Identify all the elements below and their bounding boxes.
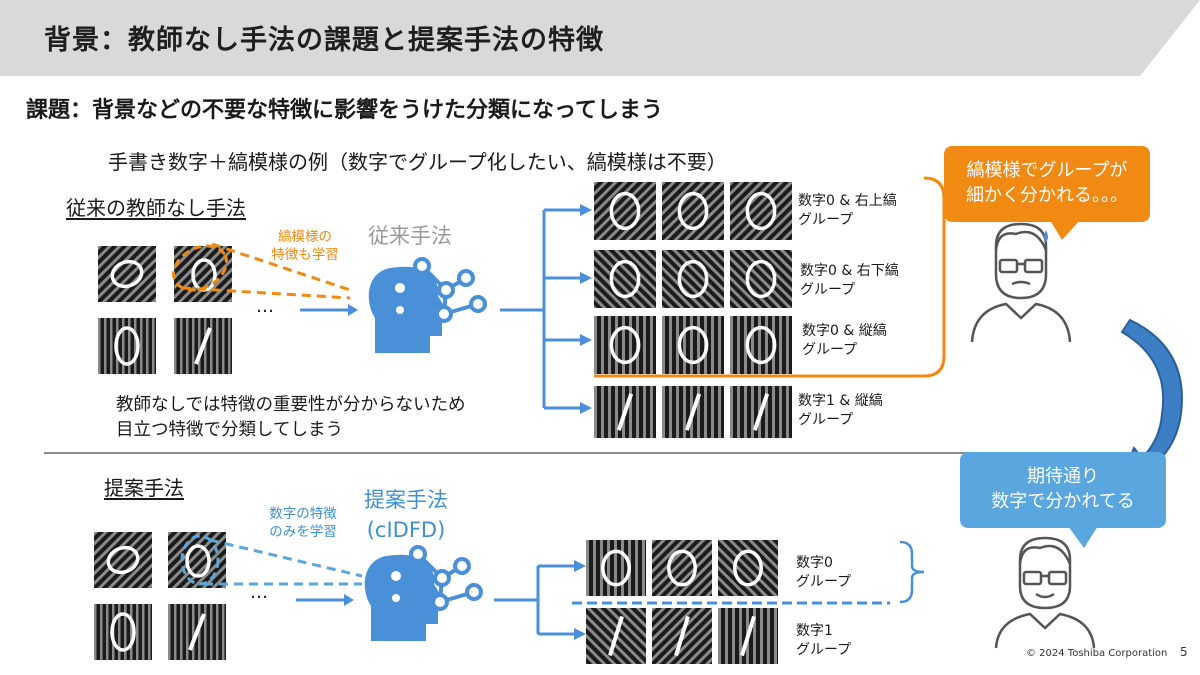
blue-speech-bubble — [960, 452, 1166, 548]
section-divider — [44, 452, 1156, 454]
cluster-thumb — [662, 250, 724, 308]
ai-head-icon-proposed — [364, 545, 483, 641]
group-label-line2: グループ — [800, 282, 856, 298]
input-digit-0-vert-p — [94, 604, 152, 660]
satisfied-person-icon — [994, 536, 1096, 649]
note-line-2: のみを学習 — [269, 524, 337, 540]
cluster-thumb — [594, 316, 656, 374]
cluster-thumb — [662, 182, 724, 240]
method-label-line-1: 提案手法 — [364, 488, 448, 512]
bubble-line-2: 細かく分かれる。。。 — [966, 185, 1128, 206]
cluster-thumb — [662, 386, 724, 438]
method-label-line-2: (cIDFD) — [366, 518, 446, 542]
input-digit-0-diag — [98, 246, 156, 302]
note-line-1: 数字の特徴 — [269, 506, 337, 522]
arrow-to-method — [300, 304, 358, 316]
cluster-thumb — [586, 608, 646, 664]
group-label-line1: 数字1 — [796, 623, 833, 639]
cluster-thumb — [718, 540, 778, 596]
conventional-method-label: 従来手法 — [368, 224, 452, 248]
cluster-thumb — [652, 608, 712, 664]
attention-lines-orange — [172, 242, 351, 300]
blue-brace — [899, 540, 925, 604]
group-label-0-vert: 数字0 & 縦縞グループ — [802, 322, 887, 360]
cluster-thumb — [730, 250, 792, 308]
ai-head-icon — [368, 257, 487, 353]
attention-lines-blue — [180, 534, 363, 586]
title-band — [0, 0, 1200, 76]
input-digit-1-vert-p — [168, 604, 226, 660]
orange-speech-bubble — [944, 146, 1150, 240]
cluster-thumb — [730, 386, 792, 438]
cluster-thumb — [730, 316, 792, 374]
group-label-line1: 数字0 & 右上縞 — [798, 193, 897, 209]
arrow-to-method-proposed — [296, 594, 354, 606]
cluster-thumb — [662, 316, 724, 374]
cluster-thumb — [594, 182, 656, 240]
orange-bubble-text: 縞模様でグループが 細かく分かれる。。。 — [944, 158, 1150, 208]
group-label-digit0: 数字0 グループ — [796, 554, 851, 592]
note-learns-stripes: 縞模様の 特徴も学習 — [262, 228, 348, 264]
note-learns-digits: 数字の特徴 のみを学習 — [256, 505, 350, 541]
note-line-1: 縞模様の — [278, 229, 332, 245]
group-label-0-upper: 数字0 & 右上縞グループ — [798, 192, 897, 230]
explanation-line-2: 目立つ特徴で分類してしまう — [116, 420, 343, 440]
cluster-thumb — [652, 540, 712, 596]
group-label-digit1: 数字1 グループ — [796, 622, 851, 660]
proposed-method-label: 提案手法 (cIDFD) — [364, 485, 448, 545]
ellipsis-proposed: … — [250, 582, 270, 603]
cluster-thumb — [586, 540, 646, 596]
cluster-thumb — [594, 386, 656, 438]
group-label-1-vert: 数字1 & 縦縞グループ — [798, 392, 883, 430]
branch-arrows-conventional — [500, 204, 592, 414]
page-title: 背景：教師なし手法の課題と提案手法の特徴 — [44, 25, 604, 56]
conventional-explanation: 教師なしでは特徴の重要性が分からないため 目立つ特徴で分類してしまう — [116, 393, 465, 443]
group-label-line1: 数字0 — [796, 555, 833, 571]
worried-person-icon — [970, 222, 1072, 343]
note-line-2: 特徴も学習 — [271, 247, 339, 263]
input-digit-0-diag-p — [94, 532, 152, 588]
blue-dashed-separator — [572, 601, 890, 605]
group-label-0-lower: 数字0 & 右下縞グループ — [800, 262, 899, 300]
ellipsis: … — [256, 296, 276, 317]
bubble-line-1: 縞模様でグループが — [966, 160, 1128, 181]
group-label-line1: 数字0 & 縦縞 — [802, 323, 887, 339]
group-label-line1: 数字0 & 右下縞 — [800, 263, 899, 279]
input-digit-1-vert — [174, 318, 232, 374]
issue-heading: 課題：背景などの不要な特徴に影響をうけた分類になってしまう — [26, 98, 663, 123]
orange-group-bracket — [594, 176, 946, 378]
branch-arrows-proposed — [494, 560, 586, 640]
proposed-section-label: 提案手法 — [104, 476, 184, 500]
conventional-section-label: 従来の教師なし手法 — [66, 196, 246, 220]
page-number: 5 — [1180, 645, 1188, 659]
cluster-thumb — [594, 250, 656, 308]
copyright: © 2024 Toshiba Corporation — [1026, 648, 1168, 659]
group-label-line2: グループ — [798, 212, 854, 228]
group-label-line2: グループ — [796, 574, 852, 590]
explanation-line-1: 教師なしでは特徴の重要性が分からないため — [116, 395, 466, 415]
example-caption: 手書き数字＋縞模様の例（数字でグループ化したい、縞模様は不要） — [108, 150, 727, 174]
cluster-thumb — [730, 182, 792, 240]
group-label-line2: グループ — [798, 412, 854, 428]
blue-bubble-text: 期待通り 数字で分かれてる — [960, 464, 1166, 514]
group-label-line1: 数字1 & 縦縞 — [798, 393, 883, 409]
bubble-line-1: 期待通り — [1027, 466, 1099, 487]
input-digit-0-vert — [98, 318, 156, 374]
group-label-line2: グループ — [796, 642, 852, 658]
bubble-line-2: 数字で分かれてる — [991, 491, 1135, 512]
group-label-line2: グループ — [802, 342, 858, 358]
cluster-thumb — [718, 608, 778, 664]
